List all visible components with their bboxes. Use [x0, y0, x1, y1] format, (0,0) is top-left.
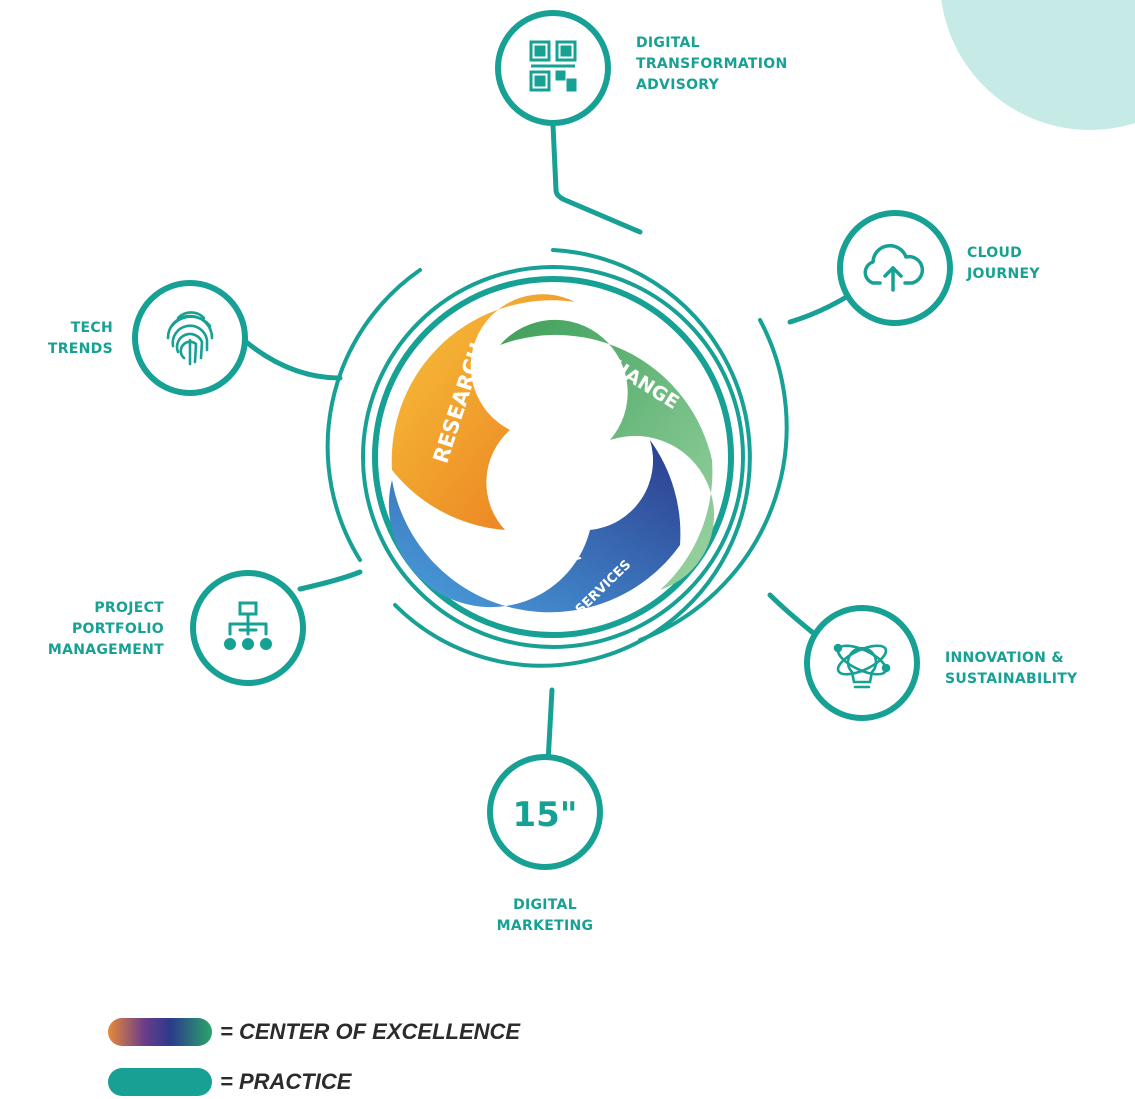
- spiral-rings: [325, 248, 789, 668]
- fifteen-seconds-icon: 15": [512, 795, 577, 835]
- cloud-upload-icon: [863, 243, 925, 292]
- label-line: MANAGEMENT: [47, 642, 164, 658]
- label-line: MARKETING: [496, 918, 594, 934]
- practice-bubble-project-portfolio-management: [190, 570, 306, 686]
- label-cloud-journey: CLOUD JOURNEY: [967, 243, 1040, 285]
- professional-services-segment: [388, 440, 681, 613]
- legend-label: = CENTER OF EXCELLENCE: [220, 1019, 521, 1044]
- label-line: ADVISORY: [636, 77, 720, 93]
- label-line: PROJECT: [94, 600, 164, 616]
- qr-code-icon: [529, 40, 577, 92]
- label-line: TRANSFORMATION: [636, 56, 788, 72]
- swirl-core: [514, 422, 602, 510]
- practice-bubble-tech-trends: [132, 280, 248, 396]
- legend-practice: = PRACTICE: [108, 1066, 351, 1098]
- label-digital-transformation-advisory: DIGITAL TRANSFORMATION ADVISORY: [636, 33, 787, 96]
- label-digital-marketing: DIGITAL MARKETING: [470, 895, 620, 937]
- practice-bubble-digital-transformation-advisory: [495, 10, 611, 126]
- change-segment: [500, 319, 715, 590]
- org-chart-icon: [224, 601, 272, 650]
- legend-swatch-gradient: [108, 1018, 212, 1046]
- legend-label: = PRACTICE: [220, 1069, 352, 1094]
- atom-bulb-icon: [833, 643, 891, 689]
- label-project-portfolio-management: PROJECT PORTFOLIO MANAGEMENT: [48, 598, 164, 661]
- center-of-excellence-swirl: RESEARCH CHANGE PROFESSIONAL SERVICES: [385, 289, 721, 625]
- practice-bubble-innovation-sustainability: [804, 605, 920, 721]
- mint-background-blob: [941, 0, 1135, 130]
- label-line: CLOUD: [967, 245, 1023, 261]
- label-line: INNOVATION &: [945, 650, 1064, 666]
- label-line: TRENDS: [47, 341, 113, 357]
- legend-swatch-teal: [108, 1068, 212, 1096]
- label-line: TECH: [70, 320, 113, 336]
- label-line: PORTFOLIO: [71, 621, 164, 637]
- label-tech-trends: TECH TRENDS: [48, 318, 113, 360]
- label-innovation-sustainability: INNOVATION & SUSTAINABILITY: [945, 648, 1078, 690]
- label-line: JOURNEY: [967, 266, 1040, 282]
- fingerprint-icon: [166, 311, 214, 366]
- legend-center-of-excellence: = CENTER OF EXCELLENCE: [108, 1016, 520, 1048]
- label-line: DIGITAL: [636, 35, 700, 51]
- practice-bubble-digital-marketing: 15": [487, 754, 603, 870]
- label-line: DIGITAL: [513, 897, 577, 913]
- practice-bubble-cloud-journey: [837, 210, 953, 326]
- connector-lines: [242, 122, 871, 765]
- label-line: SUSTAINABILITY: [945, 671, 1078, 687]
- research-segment: [391, 294, 575, 530]
